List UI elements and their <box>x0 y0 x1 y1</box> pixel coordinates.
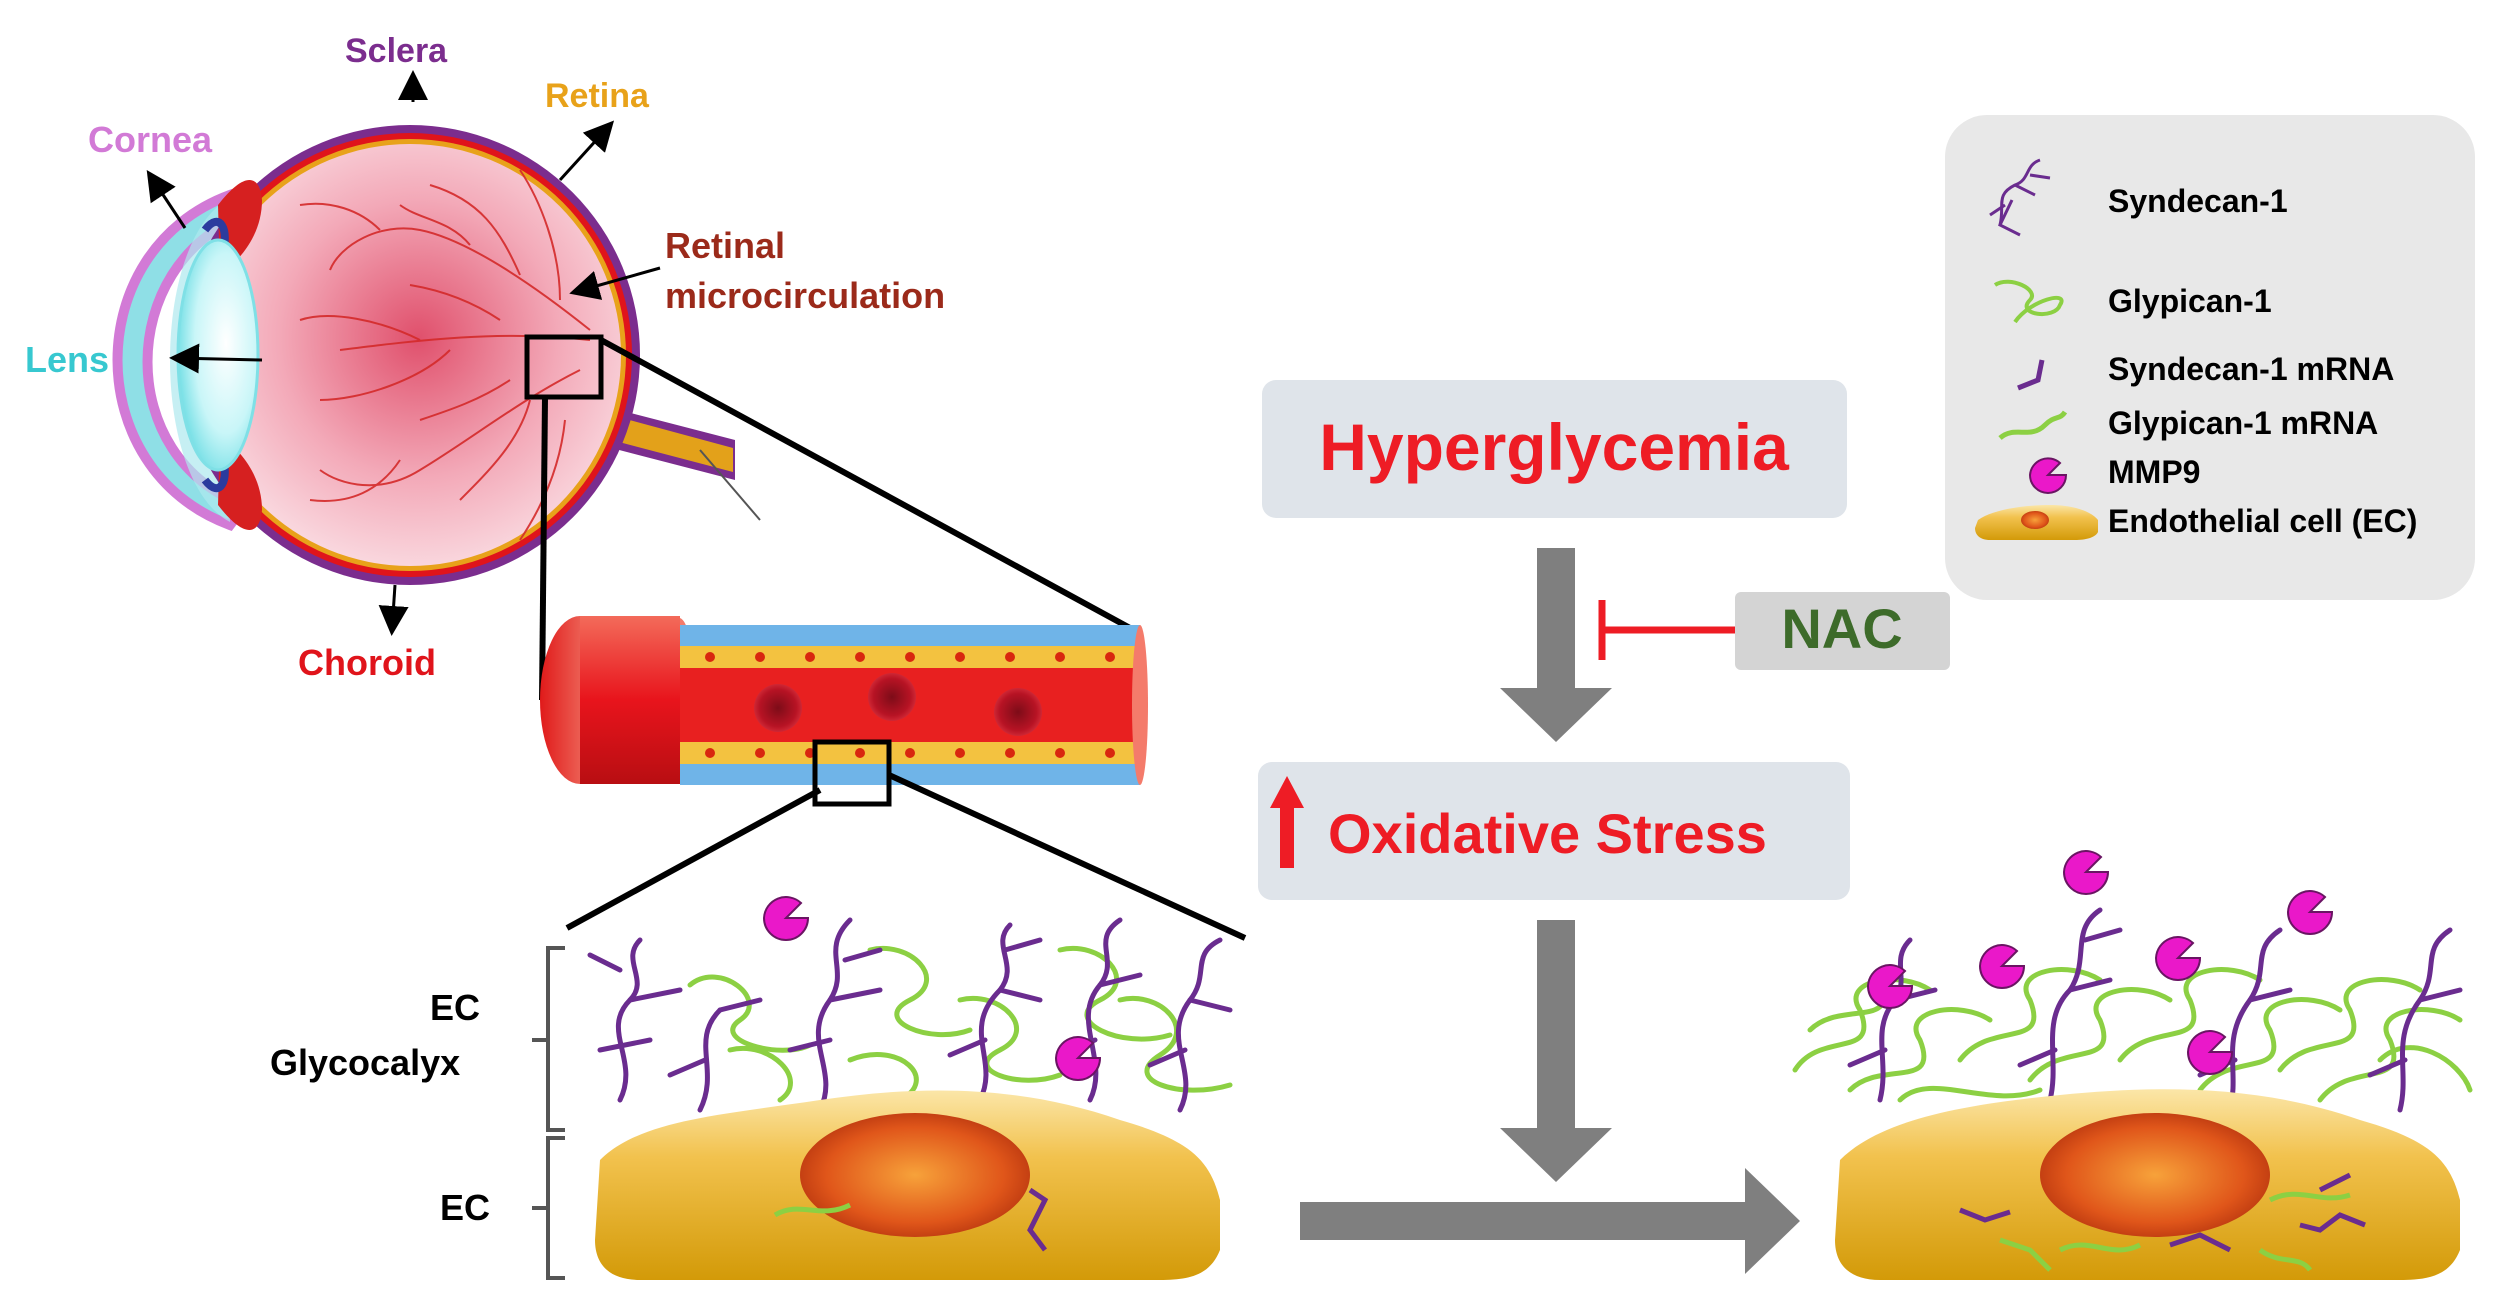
blood-vessel <box>540 616 1247 941</box>
nac-inhibition <box>1598 600 1735 660</box>
mmp9-icon <box>2186 1030 2234 1075</box>
mmp9-icon <box>2154 936 2202 981</box>
hyperglycemia-box: Hyperglycemia <box>1262 380 1847 518</box>
mmp9-icon <box>1866 964 1914 1009</box>
right-glycocalyx <box>1792 907 2473 1113</box>
mmp9-icon <box>1054 1036 1102 1081</box>
nac-label: NAC <box>1781 597 1902 660</box>
retina-zoom-box <box>524 334 604 400</box>
mmp9-icon <box>2028 457 2068 494</box>
arrow-down-2 <box>1500 920 1612 1182</box>
vessel-zoom-box <box>812 739 892 807</box>
retina-label: Retina <box>545 77 650 115</box>
ec-glycocalyx-label-2: Glycocalyx <box>270 1042 460 1083</box>
vessel-ec-top <box>680 646 1140 668</box>
vitreous-shape <box>199 144 621 566</box>
right-mmp9-group <box>1866 850 2334 1075</box>
retinal-microcirculation-label-2: microcirculation <box>665 275 945 316</box>
legend-label-endothelial-cell: Endothelial cell (EC) <box>2108 503 2417 539</box>
syndecan-icon <box>1989 158 2051 237</box>
lens-shape <box>176 238 260 472</box>
legend-label-syndecan: Syndecan-1 <box>2108 183 2288 219</box>
brackets <box>532 946 565 1280</box>
nac-box: NAC <box>1735 592 1950 670</box>
syndecan-mrna-icon <box>2017 359 2045 391</box>
legend-label-syndecan-mrna: Syndecan-1 mRNA <box>2108 351 2394 387</box>
ec-label: EC <box>440 1187 490 1228</box>
cornea-shape <box>112 189 254 531</box>
left-glycocalyx <box>587 917 1233 1113</box>
legend: Syndecan-1 Glypican-1 Syndecan-1 mRNA Gl… <box>1945 115 2475 600</box>
left-endothelial-cell <box>595 1090 1220 1280</box>
glypican-icon <box>1993 279 2064 324</box>
optic-nerve <box>600 405 761 521</box>
mmp9-icon <box>2062 850 2110 895</box>
eye-illustration <box>112 125 1132 701</box>
sclera-label: Sclera <box>345 32 448 70</box>
mmp9-icon <box>2286 890 2334 935</box>
cornea-label: Cornea <box>88 119 213 160</box>
endothelial-cell-icon <box>1975 505 2098 540</box>
legend-label-glypican-mrna: Glypican-1 mRNA <box>2108 405 2378 441</box>
vessel-ec-bottom <box>680 742 1140 764</box>
arrow-right <box>1300 1168 1800 1274</box>
mmp9-icon <box>1978 944 2026 989</box>
arrow-down-1 <box>1500 548 1612 742</box>
oxidative-stress-label: Oxidative Stress <box>1328 802 1767 865</box>
legend-label-mmp9: MMP9 <box>2108 454 2200 490</box>
hyperglycemia-label: Hyperglycemia <box>1319 410 1790 484</box>
ec-glycocalyx-label-1: EC <box>430 987 480 1028</box>
legend-label-glypican: Glypican-1 <box>2108 283 2272 319</box>
mmp9-icon <box>762 896 810 941</box>
glypican-mrna-icon <box>1998 410 2068 441</box>
lens-label: Lens <box>25 339 109 380</box>
right-endothelial-cell <box>1835 1089 2460 1280</box>
up-arrow-icon <box>1270 776 1304 868</box>
choroid-label: Choroid <box>298 642 436 683</box>
left-mmp9-group <box>762 896 1102 1081</box>
retinal-microcirculation-label-1: Retinal <box>665 225 785 266</box>
oxidative-stress-box: Oxidative Stress <box>1258 762 1850 900</box>
red-blood-cells <box>754 673 1042 736</box>
